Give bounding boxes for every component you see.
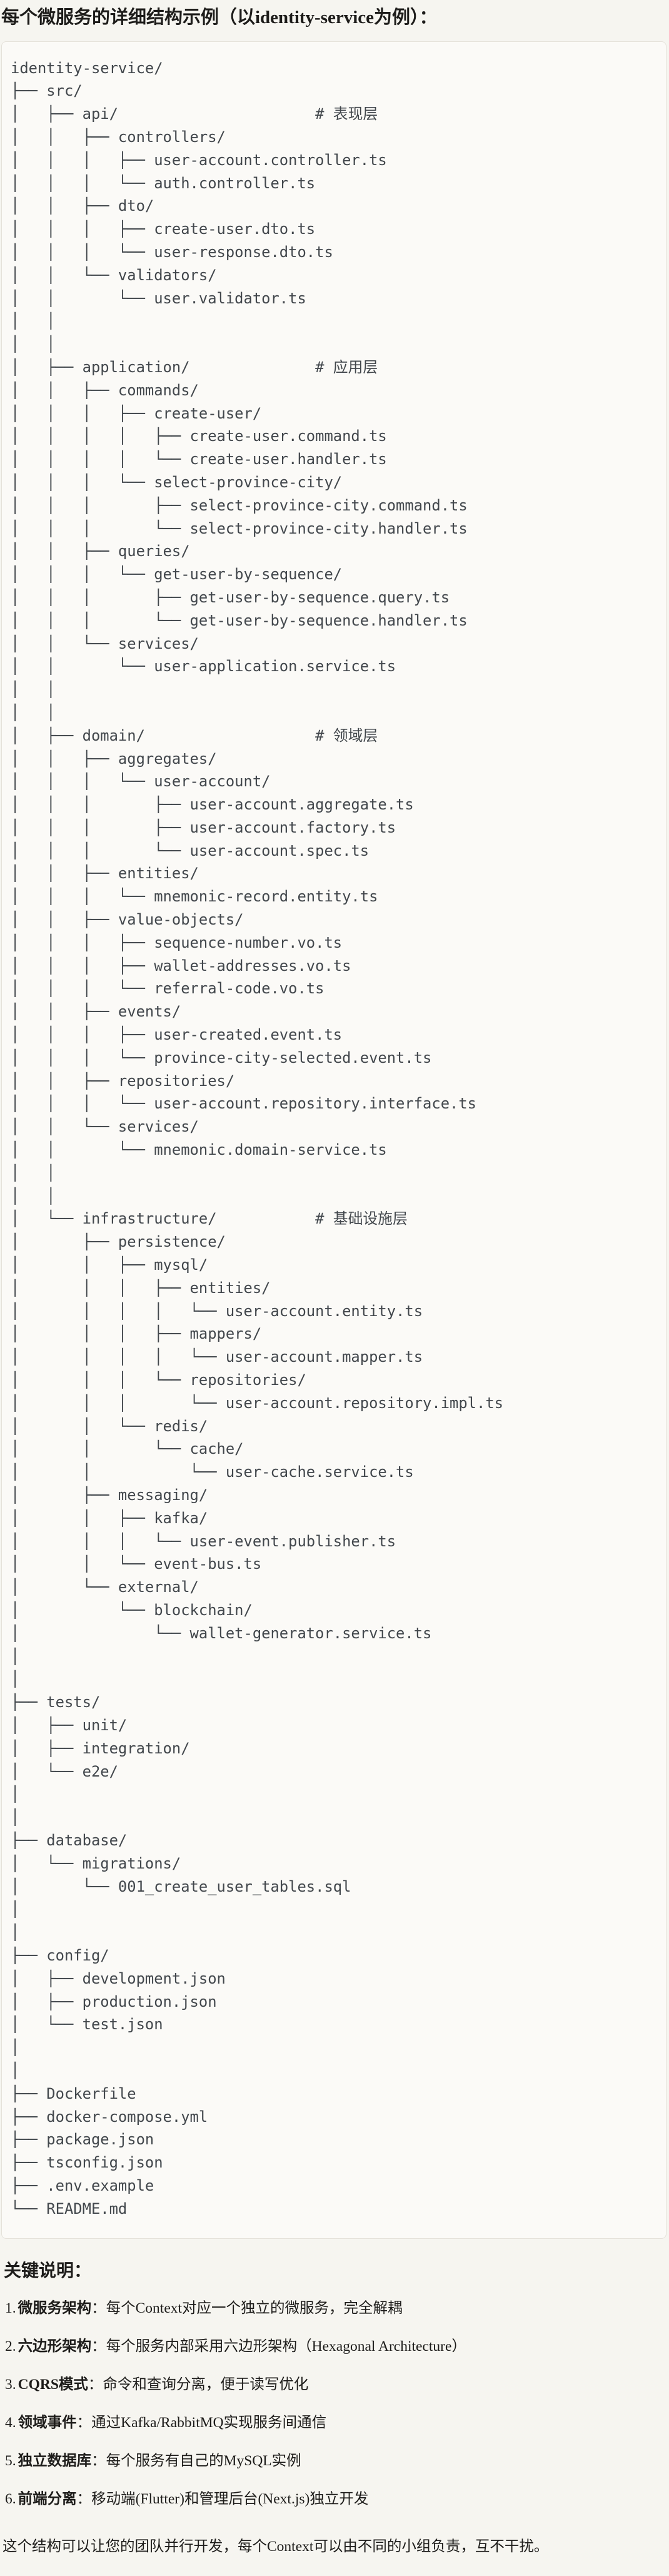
note-term: 独立数据库 <box>18 2452 92 2469</box>
note-term: CQRS模式 <box>18 2376 88 2393</box>
note-term: 领域事件 <box>18 2414 77 2431</box>
note-description: ：通过Kafka/RabbitMQ实现服务间通信 <box>76 2414 327 2431</box>
note-number: 2. <box>5 2338 16 2355</box>
note-item-frontend-split: 6.前端分离：移动端(Flutter)和管理后台(Next.js)独立开发 <box>5 2488 666 2510</box>
directory-tree: identity-service/ ├── src/ │ ├── api/ # … <box>11 59 503 2218</box>
note-number: 1. <box>5 2300 16 2316</box>
note-description: ：移动端(Flutter)和管理后台(Next.js)独立开发 <box>76 2490 369 2507</box>
note-item-hexagonal: 2.六边形架构：每个服务内部采用六边形架构（Hexagonal Architec… <box>5 2336 666 2357</box>
note-number: 6. <box>5 2490 16 2507</box>
page-title: 每个微服务的详细结构示例（以identity-service为例）： <box>1 8 438 28</box>
note-description: ：每个服务内部采用六边形架构（Hexagonal Architecture） <box>91 2338 466 2355</box>
key-notes-list: 1.微服务架构：每个Context对应一个独立的微服务，完全解耦 2.六边形架构… <box>1 2298 666 2510</box>
note-item-microservices: 1.微服务架构：每个Context对应一个独立的微服务，完全解耦 <box>5 2298 666 2319</box>
note-item-cqrs: 3.CQRS模式：命令和查询分离，便于读写优化 <box>5 2374 666 2395</box>
note-number: 5. <box>5 2452 16 2469</box>
note-item-independent-db: 5.独立数据库：每个服务有自己的MySQL实例 <box>5 2450 666 2472</box>
note-description: ：每个服务有自己的MySQL实例 <box>91 2452 301 2469</box>
key-notes-heading: 关键说明： <box>4 2261 92 2281</box>
directory-tree-block: identity-service/ ├── src/ │ ├── api/ # … <box>1 41 666 2239</box>
closing-paragraph: 这个结构可以让您的团队并行开发，每个Context可以由不同的小组负责，互不干扰… <box>3 2538 549 2555</box>
note-item-domain-events: 4.领域事件：通过Kafka/RabbitMQ实现服务间通信 <box>5 2412 666 2433</box>
note-description: ：每个Context对应一个独立的微服务，完全解耦 <box>91 2300 403 2316</box>
note-description: ：命令和查询分离，便于读写优化 <box>88 2376 309 2393</box>
note-number: 3. <box>5 2376 16 2393</box>
note-term: 微服务架构 <box>18 2300 92 2316</box>
note-number: 4. <box>5 2414 16 2431</box>
note-term: 六边形架构 <box>18 2338 92 2355</box>
note-term: 前端分离 <box>18 2490 77 2507</box>
